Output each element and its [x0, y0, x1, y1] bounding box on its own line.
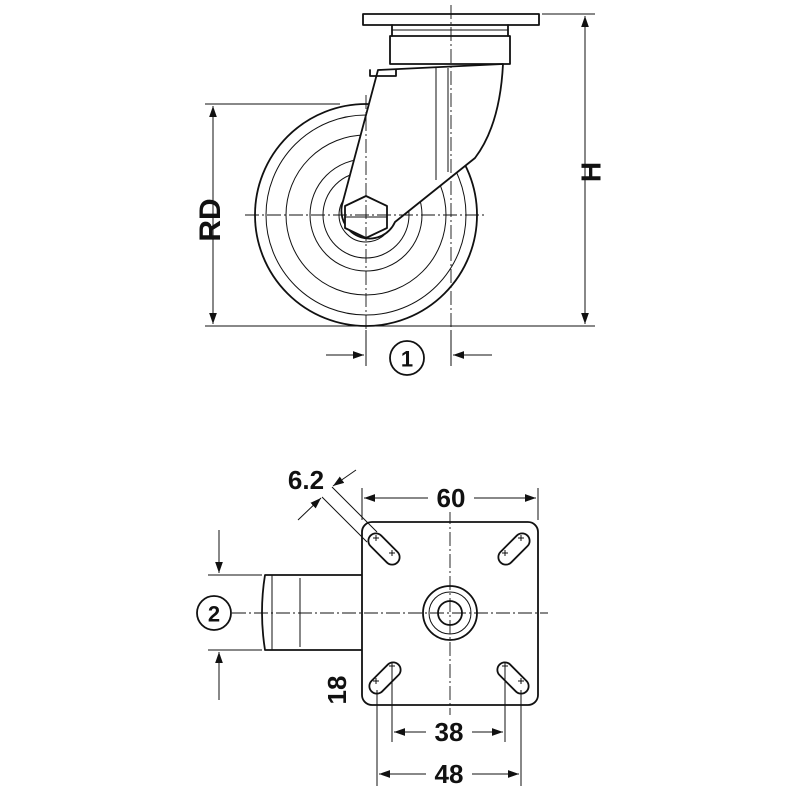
dimension-48: 48 [376, 690, 522, 789]
rd-label: RD [194, 198, 227, 241]
dim-38-label: 38 [435, 717, 464, 747]
callout-1-circle [389, 340, 425, 376]
dimension-60: 60 [361, 483, 539, 520]
dim-18-label: 18 [322, 676, 352, 705]
dim-48-label: 48 [435, 759, 464, 789]
dim-6-2-label: 6.2 [288, 465, 324, 495]
slot-top-right [497, 532, 531, 566]
dim-60-label: 60 [437, 483, 466, 513]
dimension-38: 38 [391, 665, 506, 747]
mounting-slots [367, 532, 531, 695]
swivel-bearing [389, 35, 511, 65]
callout-2-circle [196, 595, 232, 631]
side-view: RD H 1 [194, 5, 606, 376]
callout-1-label: 1 [401, 347, 413, 372]
rd-dimension: RD [194, 103, 595, 327]
slot-top-left [367, 532, 401, 566]
plan-view: 60 6.2 38 48 [196, 465, 548, 789]
h-label: H [575, 162, 606, 182]
dimension-6-2: 6.2 [288, 465, 378, 543]
wheel-top-view [261, 574, 363, 651]
wheel-width-dimension: 2 [196, 530, 262, 700]
swivel-offset-dimension: 1 [326, 330, 492, 376]
h-dimension: H [542, 13, 606, 324]
callout-2-label: 2 [208, 602, 220, 627]
